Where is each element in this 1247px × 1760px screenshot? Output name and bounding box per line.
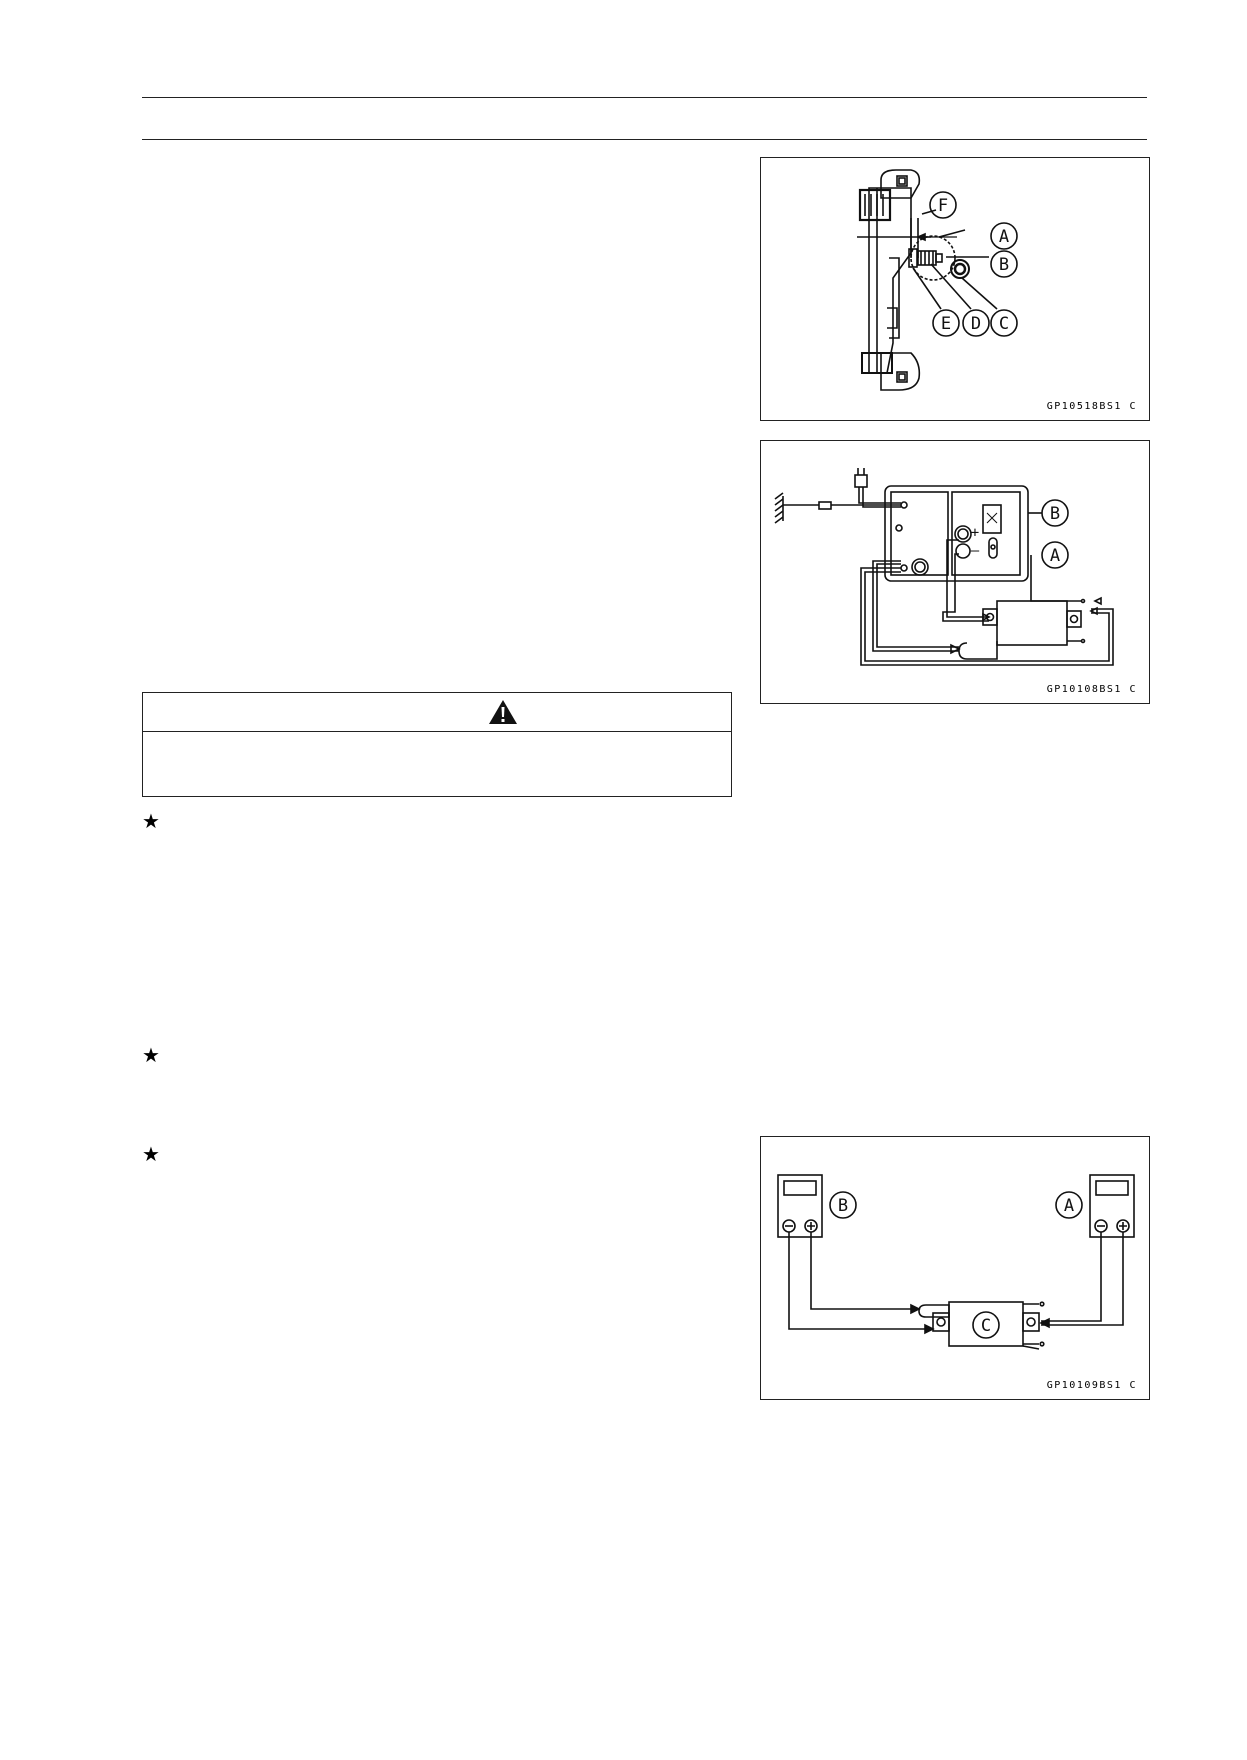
coil-tester-drawing: B A + – xyxy=(774,468,1114,666)
bullet-star: ★ xyxy=(142,809,160,833)
callout-a: A xyxy=(999,227,1009,247)
figure-code: GP10109BS1 C xyxy=(1046,1380,1137,1391)
warning-triangle-icon xyxy=(489,700,517,724)
warning-box xyxy=(142,692,732,797)
figure-coil-mounting: F A B C D E GP10518BS1 C xyxy=(760,157,1150,421)
warning-header xyxy=(143,693,731,732)
callout-c: C xyxy=(981,1316,991,1336)
header-rule-top xyxy=(142,97,1147,98)
figure-code: GP10108BS1 C xyxy=(1046,684,1137,695)
callout-d: D xyxy=(971,314,981,334)
callout-b: B xyxy=(838,1196,848,1216)
callout-b: B xyxy=(1050,504,1060,524)
callout-a: A xyxy=(1050,546,1060,566)
coil-resistance-drawing: B A C xyxy=(777,1174,1135,1350)
callout-b: B xyxy=(999,255,1009,275)
bullet-star: ★ xyxy=(142,1142,160,1166)
meter-minus-sign: – xyxy=(971,543,980,559)
coil-mounting-drawing: F A B C D E xyxy=(857,169,1018,391)
figure-code: GP10518BS1 C xyxy=(1046,401,1137,412)
figure-coil-resistance-test: B A C GP10109BS1 C xyxy=(760,1136,1150,1400)
header-rule-bottom xyxy=(142,139,1147,140)
bullet-star: ★ xyxy=(142,1043,160,1067)
meter-plus-sign: + xyxy=(971,525,979,541)
callout-c: C xyxy=(999,314,1009,334)
callout-a: A xyxy=(1064,1196,1074,1216)
callout-f: F xyxy=(938,196,948,216)
callout-e: E xyxy=(941,314,951,334)
figure-coil-tester-wiring: B A + – GP10108BS1 C xyxy=(760,440,1150,704)
